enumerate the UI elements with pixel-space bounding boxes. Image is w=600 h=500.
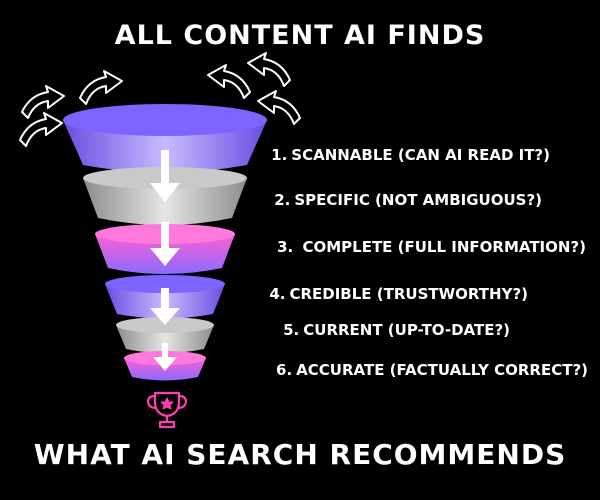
down-arrow-icon <box>153 343 177 371</box>
trophy-icon <box>146 391 188 429</box>
curved-arrows <box>19 52 301 147</box>
curved-arrow-icon <box>79 70 123 105</box>
curved-arrow-icon <box>207 64 251 99</box>
down-arrow-icon <box>150 288 180 325</box>
down-arrow-icon <box>150 150 180 202</box>
curved-arrow-icon <box>247 52 291 87</box>
curved-arrow-icon <box>19 112 63 147</box>
bottom-heading: WHAT AI SEARCH RECOMMENDS <box>33 438 567 471</box>
funnel-tier-1 <box>63 104 267 173</box>
down-arrows <box>150 150 180 371</box>
down-arrow-icon <box>150 222 180 266</box>
top-heading: ALL CONTENT AI FINDS <box>114 20 486 51</box>
curved-arrow-icon <box>257 90 301 125</box>
curved-arrow-icon <box>21 85 65 119</box>
